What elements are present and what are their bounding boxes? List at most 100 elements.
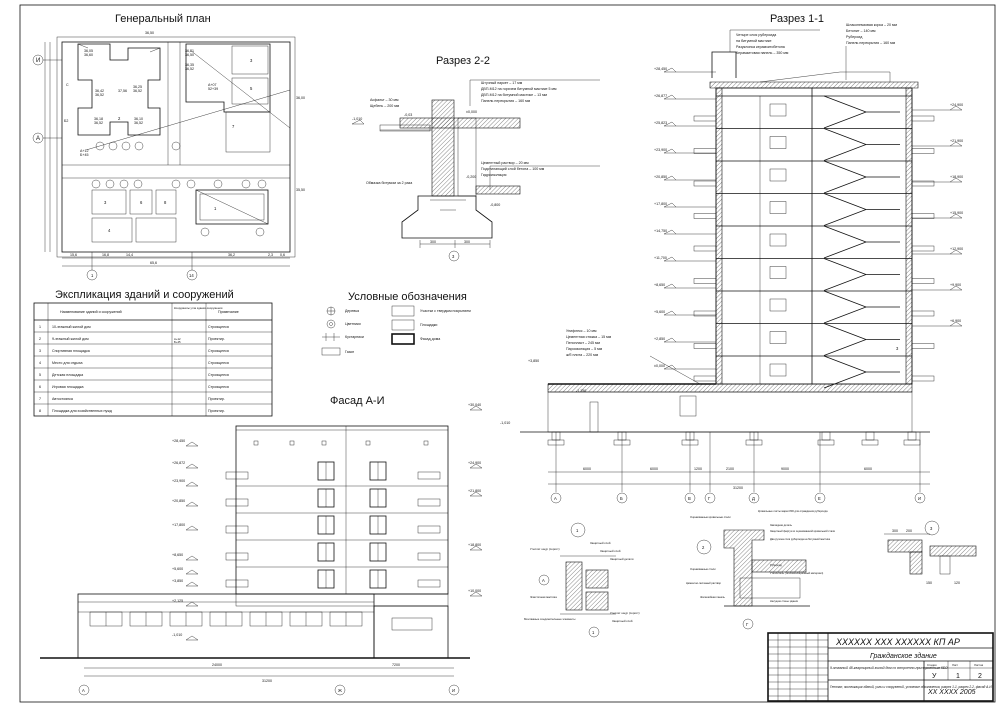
level-mark: +23,900 (172, 479, 185, 483)
svg-text:Закладная деталь: Закладная деталь (770, 523, 793, 527)
svg-text:6: 6 (140, 200, 143, 205)
table-cell: 2 (39, 337, 41, 341)
axis-label: И (918, 496, 921, 501)
svg-text:ДВП-М12 на горячем битумной ма: ДВП-М12 на горячем битумной мастике 5 мм (481, 87, 557, 91)
table-cell: Проектир. (208, 409, 225, 413)
section22-title: Разрез 2-2 (436, 55, 490, 67)
svg-text:3: 3 (452, 254, 455, 259)
table-cell: Спортивная площадка (52, 349, 90, 353)
table-cell: Площадка для хозяйственных нужд (52, 409, 113, 413)
svg-text:1: 1 (576, 528, 579, 533)
table-cell: 9-этажный жилой дом (52, 337, 89, 341)
svg-text:Защитный слой: Защитный слой (590, 541, 611, 545)
table-cell: 7 (39, 397, 41, 401)
axis-label: Д (752, 496, 755, 501)
svg-text:Асфальт – 30 мм: Асфальт – 30 мм (370, 98, 399, 102)
svg-text:Бетонит – 140 мм: Бетонит – 140 мм (846, 29, 876, 33)
svg-text:2: 2 (978, 673, 982, 680)
svg-text:Разуклонка керамзитобетона: Разуклонка керамзитобетона (736, 45, 785, 49)
axis-label: В (688, 496, 691, 501)
svg-text:Лист: Лист (952, 663, 959, 667)
table-cell: 10-этажный жилой дом (52, 325, 91, 329)
svg-text:7: 7 (232, 124, 235, 129)
svg-text:Кустарники: Кустарники (345, 335, 364, 339)
svg-text:Утеплитель (теплоизоляционный: Утеплитель (теплоизоляционный материал) (770, 571, 823, 575)
svg-text:Два рулона слоя рубероида на б: Два рулона слоя рубероида на битумной ма… (770, 537, 831, 541)
node-2: 2 Г Оцинкованные кровельные стали Кровел… (686, 509, 836, 630)
level-mark: +26,872 (172, 461, 185, 465)
svg-text:2: 2 (702, 545, 705, 550)
svg-text:-1,150: -1,150 (576, 389, 586, 393)
level-mark: +8,650 (654, 283, 665, 287)
svg-text:Стадия: Стадия (927, 663, 937, 667)
level-mark: +8,650 (172, 553, 183, 557)
section-1-1: Разрез 1-1 +28,450+26,877+25,823+23,900+… (500, 13, 963, 504)
svg-text:Деревья: Деревья (345, 309, 359, 313)
svg-text:ж/б плита – 220 мм: ж/б плита – 220 мм (566, 353, 599, 357)
svg-text:37,56: 37,56 (118, 89, 127, 93)
table-cell: Место для отдыха (52, 361, 82, 365)
svg-text:Площадки: Площадки (420, 323, 437, 327)
general-plan: Генеральный план 36,0 (32, 13, 305, 281)
table-cell: Проектир. (208, 397, 225, 401)
table-cell: Детская площадка (52, 373, 83, 377)
svg-text:Жалюзийная панель: Жалюзийная панель (700, 595, 726, 599)
svg-text:С: С (66, 83, 69, 87)
level-mark: +30,040 (468, 403, 481, 407)
svg-text:1: 1 (91, 273, 94, 278)
sheet-frame (19, 4, 996, 703)
svg-text:Газон: Газон (345, 350, 354, 354)
dimension: 1200 (694, 467, 702, 471)
svg-text:65,6: 65,6 (150, 261, 157, 265)
svg-text:Гидроизоляция: Гидроизоляция (481, 173, 506, 177)
svg-text:14: 14 (189, 273, 194, 278)
level-mark: +20,850 (654, 175, 667, 179)
svg-text:Листов: Листов (974, 663, 984, 667)
svg-text:Панель перекрытия – 160 мм: Панель перекрытия – 160 мм (481, 99, 531, 103)
level-mark: +9,900 (950, 283, 961, 287)
svg-text:15,6: 15,6 (70, 253, 77, 257)
svg-text:Оцинкованные кровельные стали: Оцинкованные кровельные стали (690, 515, 731, 519)
svg-text:Цементная стяжка – 15 мм: Цементная стяжка – 15 мм (566, 335, 612, 339)
axis-label: Б (620, 496, 623, 501)
axis-label: А (554, 496, 557, 501)
svg-text:Несущие стены здания: Несущие стены здания (770, 599, 799, 603)
table-cell: Игровая площадка (52, 385, 84, 389)
svg-text:Цементный раствор – 20 мм: Цементный раствор – 20 мм (481, 161, 529, 165)
level-mark: +21,800 (468, 489, 481, 493)
level-mark: +2,850 (654, 337, 665, 341)
level-mark: +12,900 (950, 247, 963, 251)
level-mark: +14,750 (654, 229, 667, 233)
svg-text:Участки с твердым покрытием: Участки с твердым покрытием (420, 309, 471, 313)
table-cell: 8 (39, 409, 41, 413)
table-cell: Строящееся (208, 361, 229, 365)
explication-title: Экспликация зданий и сооружений (55, 289, 234, 301)
svg-text:Рубероид: Рубероид (846, 35, 863, 39)
facade-title: Фасад А-И (330, 395, 384, 407)
svg-text:ДВП-М12 на битумной мастике –: ДВП-М12 на битумной мастике – 13 мм (481, 93, 548, 97)
svg-text:16,8: 16,8 (102, 253, 109, 257)
table-cell: Строящееся (208, 325, 229, 329)
svg-text:-1,010: -1,010 (352, 117, 362, 121)
dimension: 9000 (781, 467, 789, 471)
svg-text:Рубероид: Рубероид (770, 563, 782, 567)
svg-text:8: 8 (164, 200, 167, 205)
project-code: XXXXXX XXX XXXXXX КП АР (835, 637, 960, 647)
svg-text:Подстилающий слой бетона – 100: Подстилающий слой бетона – 100 мм (481, 167, 545, 171)
svg-text:Ж: Ж (338, 688, 342, 693)
svg-text:3: 3 (930, 526, 933, 531)
svg-text:36,2: 36,2 (228, 253, 235, 257)
level-mark: +17,800 (172, 523, 185, 527)
level-mark: +21,900 (950, 139, 963, 143)
axis-label: Е (818, 496, 821, 501)
svg-text:У: У (932, 673, 937, 680)
axis-label: Г (708, 496, 711, 501)
level-mark: -1,010 (172, 633, 182, 637)
svg-text:2,3: 2,3 (268, 253, 273, 257)
